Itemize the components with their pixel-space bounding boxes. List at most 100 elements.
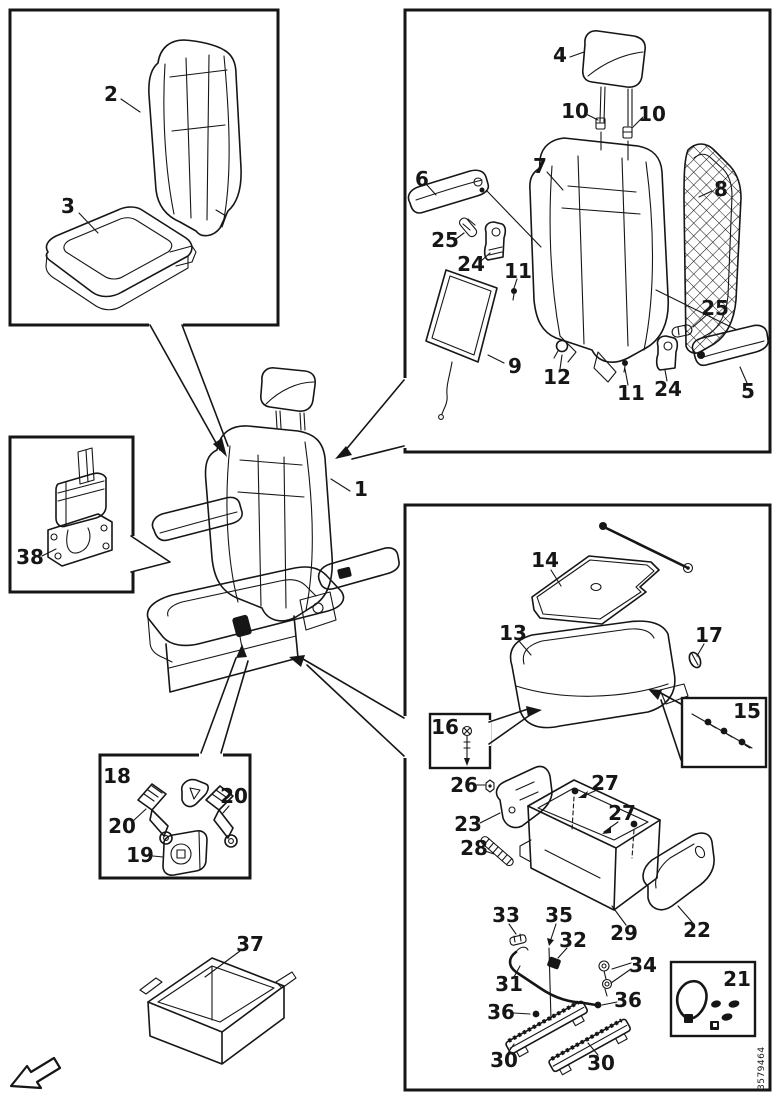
leader-20-19 bbox=[132, 805, 230, 858]
screw-16-callout-box: 16 bbox=[428, 712, 492, 770]
callout-arrow-16-to-cushion bbox=[488, 706, 542, 745]
figure-side-panel-22 bbox=[642, 832, 715, 911]
callout-label-31: 31 bbox=[495, 972, 523, 996]
leader-37 bbox=[204, 950, 241, 978]
seat-headrest bbox=[260, 367, 316, 431]
callout-arrow-frame-to-seat bbox=[289, 655, 405, 757]
leader-14-13-17 bbox=[518, 569, 705, 657]
figure-screws-15 bbox=[691, 713, 753, 749]
callout-label-12: 12 bbox=[543, 365, 571, 389]
figure-clip-33 bbox=[509, 933, 527, 946]
figure-backrest-frame bbox=[529, 137, 670, 383]
callout-arrow-15-to-cushion bbox=[648, 689, 682, 761]
callout-label-2: 2 bbox=[104, 82, 118, 106]
callout-label-4: 4 bbox=[553, 43, 567, 67]
seat-cushion-base bbox=[146, 566, 345, 693]
figure-belt-latch-right bbox=[205, 785, 238, 848]
leader-2 bbox=[120, 98, 141, 113]
leader-33-35-32 bbox=[508, 923, 568, 959]
leader-38 bbox=[41, 548, 57, 557]
callout-label-33: 33 bbox=[492, 903, 520, 927]
figure-riser-frame-29 bbox=[519, 779, 661, 911]
figure-belt-guide bbox=[180, 778, 209, 808]
figure-belt-latch-left bbox=[137, 783, 173, 845]
leader-36 bbox=[513, 1001, 618, 1015]
callout-arrow-pads-to-seat bbox=[149, 323, 229, 457]
figure-clip-17 bbox=[688, 651, 702, 669]
figure-screw-11-left bbox=[511, 288, 517, 301]
callout-label-36b: 36 bbox=[487, 1000, 515, 1024]
figure-pan-cover bbox=[531, 555, 660, 625]
figure-fasteners-21 bbox=[710, 1000, 740, 1030]
doc-number: 3579464 bbox=[757, 1046, 767, 1090]
figure-relay-component bbox=[47, 447, 113, 567]
callout-label-3: 3 bbox=[61, 194, 75, 218]
leader-7 bbox=[546, 171, 564, 191]
figure-screw-axis-35 bbox=[548, 947, 552, 1021]
detail-box-border bbox=[428, 712, 492, 770]
figure-clip-12 bbox=[553, 339, 569, 359]
callout-label-7: 7 bbox=[533, 154, 547, 178]
leader-6 bbox=[426, 184, 437, 196]
callout-label-15: 15 bbox=[733, 699, 761, 723]
leader-31-30 bbox=[507, 965, 599, 1056]
doc-number-text: 3579464 bbox=[757, 1046, 767, 1090]
figure-back-panel bbox=[683, 143, 742, 354]
callout-label-26: 26 bbox=[450, 773, 478, 797]
callout-label-17: 17 bbox=[695, 623, 723, 647]
figure-bolt-36-left bbox=[532, 1010, 540, 1018]
callout-label-9: 9 bbox=[508, 354, 522, 378]
callout-label-37: 37 bbox=[236, 932, 264, 956]
callout-arrow-belt-to-buckle bbox=[200, 644, 249, 754]
callout-label-28: 28 bbox=[460, 836, 488, 860]
figure-headrest bbox=[581, 30, 646, 127]
figure-bolt-25-right bbox=[671, 324, 693, 338]
callout-label-5: 5 bbox=[741, 379, 755, 403]
screws-15-callout-box: 15 bbox=[680, 696, 768, 769]
box-seatbelt-detail: 18 20 20 19 bbox=[98, 753, 252, 880]
seat-armrest-right bbox=[317, 547, 400, 590]
callout-label-6: 6 bbox=[415, 167, 429, 191]
callout-label-35: 35 bbox=[545, 903, 573, 927]
strap-21-callout-box: 21 bbox=[669, 960, 757, 1038]
figure-cable-31 bbox=[508, 946, 598, 1007]
box-backrest-pads-detail: 2 3 bbox=[8, 8, 280, 327]
leader-29-22 bbox=[611, 905, 693, 926]
figure-bolt-25-left bbox=[458, 217, 478, 238]
callout-label-1: 1 bbox=[354, 477, 368, 501]
callout-label-27a: 27 bbox=[591, 771, 619, 795]
figure-backrest-pad bbox=[148, 39, 242, 237]
callout-label-11a: 11 bbox=[504, 259, 532, 283]
direction-arrow-icon bbox=[9, 1056, 62, 1090]
leader-26-23-28 bbox=[475, 784, 501, 855]
figure-headrest-bushings bbox=[595, 117, 633, 161]
figure-strap-loop bbox=[675, 979, 708, 1023]
callout-label-36a: 36 bbox=[614, 988, 642, 1012]
figure-rail-30-left bbox=[505, 1000, 588, 1058]
callout-label-30b: 30 bbox=[587, 1051, 615, 1075]
callout-label-8: 8 bbox=[714, 177, 728, 201]
callout-label-21: 21 bbox=[723, 967, 751, 991]
figure-clamps-34 bbox=[598, 960, 613, 997]
bracket-38-callout-box: 38 bbox=[8, 435, 171, 594]
callout-label-34: 34 bbox=[629, 953, 657, 977]
callout-label-38: 38 bbox=[16, 545, 44, 569]
leader-25-24-11-left bbox=[455, 232, 518, 289]
figure-bolt-32 bbox=[547, 956, 561, 970]
figure-armrest-right bbox=[655, 289, 769, 367]
callout-label-18: 18 bbox=[103, 764, 131, 788]
callout-label-13: 13 bbox=[499, 621, 527, 645]
storage-box-figure: 37 bbox=[139, 932, 297, 1065]
seat-belt-buckle bbox=[232, 614, 252, 638]
leader-34 bbox=[610, 962, 632, 984]
callout-label-24a: 24 bbox=[457, 252, 485, 276]
callout-label-25a: 25 bbox=[431, 228, 459, 252]
figure-bracket-24-right bbox=[655, 335, 679, 371]
figure-trim-sheet-9 bbox=[425, 269, 498, 420]
leader-10 bbox=[585, 113, 644, 129]
leader-1 bbox=[330, 478, 351, 492]
callout-label-20a: 20 bbox=[108, 814, 136, 838]
detail-box-border bbox=[8, 435, 135, 594]
